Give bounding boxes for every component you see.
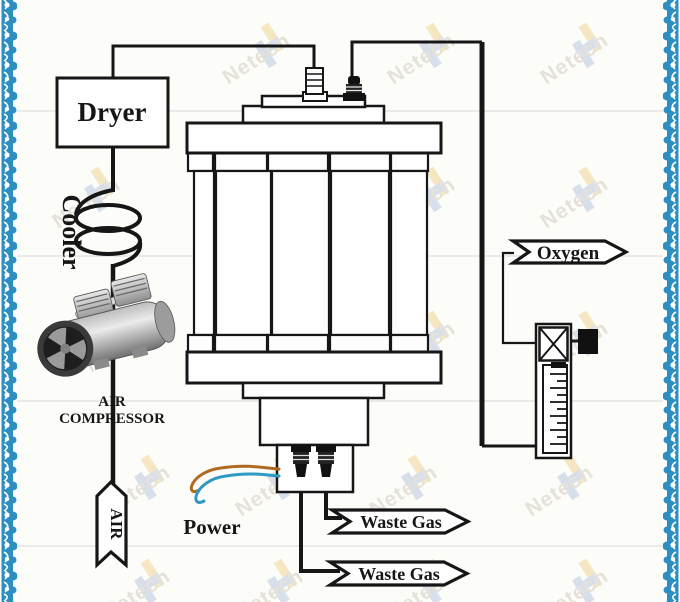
faint-band [16,545,664,547]
vessel-tube [214,169,273,337]
inlet-fitting [302,67,328,102]
decorative-border-left [0,0,17,602]
power-wire-orange [189,464,281,493]
waste-gas-lower-banner [324,560,471,587]
dryer-box [55,76,170,149]
waste-gas-lower-label: Waste Gas [358,564,440,584]
decorative-border-right [663,0,680,602]
vessel-bottom-box [258,396,370,447]
vessel [185,94,443,494]
vessel-tube [270,169,331,337]
fan-blades-icon [46,327,87,370]
flowmeter [534,322,598,460]
waste-fitting-right [316,445,336,477]
vessel-top-plate-mid [241,104,386,125]
pipe-vessel-outlet-top [350,40,482,78]
vessel-top-flange [185,121,443,155]
power-label: Power [183,515,240,539]
air-compressor-image [37,273,176,377]
oxygen-label: Oxygen [537,243,600,264]
piping [110,40,540,573]
pipe-waste-gas-lower [299,470,340,573]
cooler-coil [74,188,143,268]
dryer-label: Dryer [78,97,147,127]
outlet-fitting [343,76,365,101]
waste-fitting-left [291,445,311,477]
air-intake-banner [95,479,128,569]
cooler-label: Cooler [57,194,86,269]
power-wire-blue [194,472,281,504]
oxygen-banner [507,239,630,265]
compressor-label-line1: AIR [98,394,126,410]
vessel-bottom-flange [185,350,443,385]
pipe-flowmeter-to-oxygen [501,251,540,345]
vessel-tube [389,169,429,337]
flowmeter-float [551,362,566,368]
air-intake-label: AIR [107,508,126,540]
flowmeter-scale [550,373,566,445]
compressor-label-line2: COMPRESSOR [59,411,165,427]
waste-gas-upper-label: Waste Gas [360,512,442,532]
flowmeter-knob[interactable] [578,329,598,354]
vessel-terminal-box [275,443,355,494]
power-wires [189,464,281,504]
waste-gas-upper-banner [326,508,472,535]
vessel-tube [192,169,216,337]
valve-x-icon [538,326,569,362]
pipe-dryer-to-vessel [111,44,316,78]
vessel-tube [329,169,391,337]
vessel-bottom-plate-mid [241,381,386,400]
